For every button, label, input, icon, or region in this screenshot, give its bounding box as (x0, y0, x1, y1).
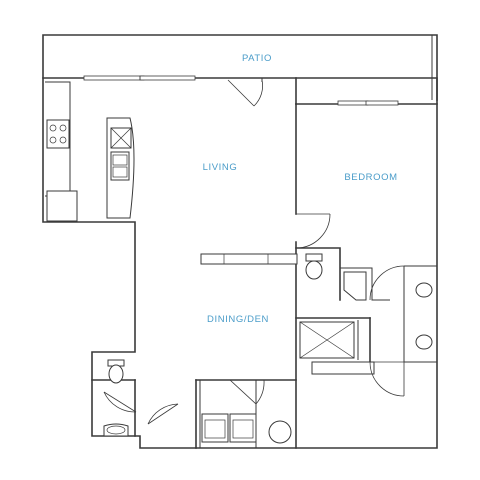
sink-icon (103, 423, 129, 437)
closet-corner (343, 271, 367, 301)
vanity-sink-icon (415, 334, 433, 350)
washer-icon (201, 413, 229, 443)
patio-swing-door[interactable] (227, 78, 263, 107)
water-heater-icon (268, 420, 292, 444)
toilet-icon (305, 253, 323, 280)
bedroom-patio-sliding-door[interactable] (337, 100, 399, 106)
toilet-icon (107, 359, 125, 384)
refrigerator (46, 190, 78, 222)
living-patio-sliding-door[interactable] (83, 75, 196, 81)
sink-icon (110, 151, 130, 181)
powder-room (91, 359, 179, 437)
vanity (403, 265, 437, 363)
patio-area (42, 34, 438, 101)
room-label-dining-den: DINING/DEN (207, 314, 269, 325)
laundry (195, 379, 297, 449)
room-label-patio: PATIO (242, 53, 272, 64)
kitchen-island (106, 117, 135, 219)
bedroom-door[interactable] (295, 213, 331, 249)
bath-core (295, 247, 390, 375)
vanity-sink-icon (415, 282, 433, 298)
bathtub (311, 361, 375, 375)
room-label-living: LIVING (203, 162, 238, 173)
kitchen (45, 81, 135, 222)
living-dining-divider (200, 253, 298, 265)
dryer-icon (229, 413, 257, 443)
cooktop-icon (46, 119, 70, 149)
walk-in-door[interactable] (369, 361, 405, 397)
bath-door[interactable] (369, 265, 405, 301)
room-label-bedroom: BEDROOM (344, 172, 397, 183)
